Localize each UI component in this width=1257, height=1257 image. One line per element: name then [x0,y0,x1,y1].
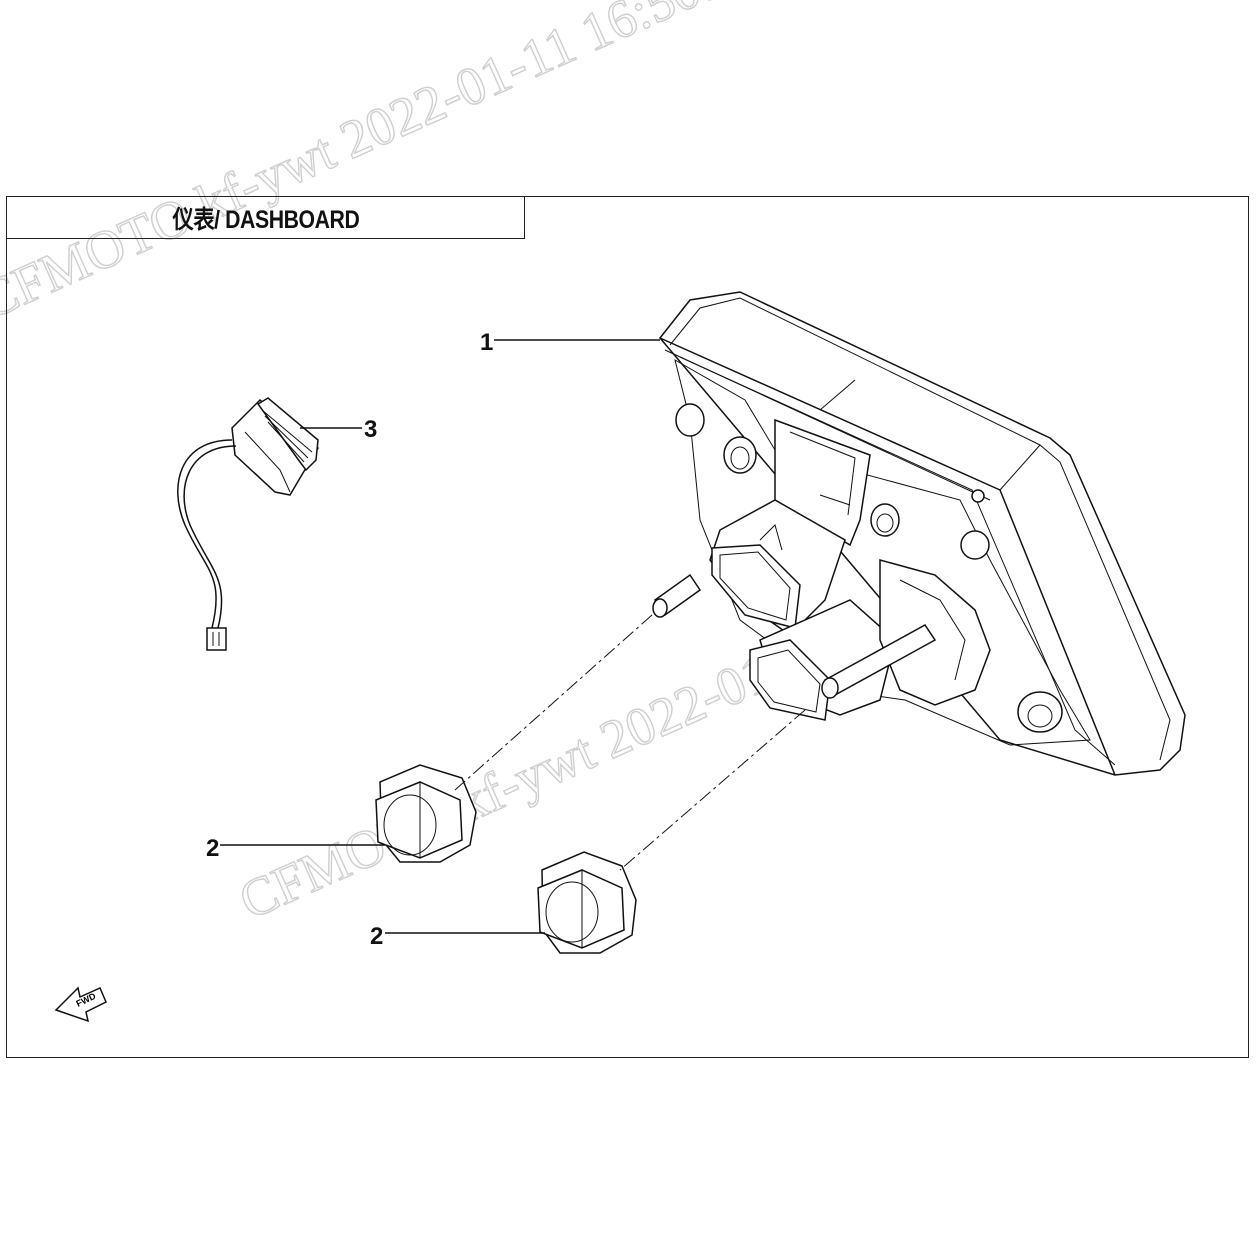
cap-part [177,397,319,651]
drawing-frame [6,196,1249,1058]
assembly-line-1 [454,614,653,791]
callout-1: 1 [480,329,493,356]
callout-2-lower: 2 [370,923,383,950]
assembly-line-2 [619,709,806,871]
callout-2-upper: 2 [206,835,219,862]
page-title: 仪表/ DASHBOARD [172,205,359,234]
callout-3: 3 [364,416,377,443]
fwd-arrow-icon: FWD [54,986,107,1023]
flange-nut-upper [375,764,477,863]
title-box: 仪表/ DASHBOARD [6,196,525,239]
dashboard-part [652,291,1186,776]
flange-nut-lower [537,851,637,954]
